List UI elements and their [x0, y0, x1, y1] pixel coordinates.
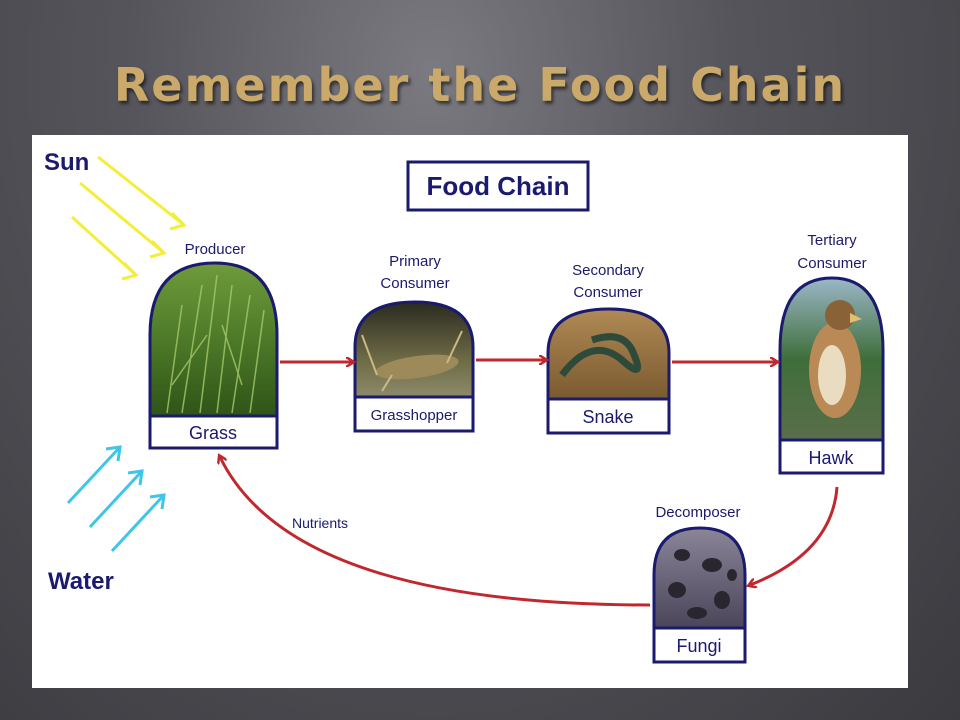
grasshopper-image — [361, 330, 463, 392]
tertiary-consumer-name: Hawk — [808, 448, 854, 468]
secondary-role-line1: Secondary — [572, 262, 644, 279]
sun-label: Sun — [44, 149, 89, 176]
heading-box — [406, 160, 590, 212]
decomposer-role-label: Decomposer — [655, 504, 740, 521]
hawk-image — [809, 300, 862, 418]
sun-rays-icon — [70, 155, 187, 281]
tertiary-consumer-node: Hawk — [778, 276, 885, 475]
secondary-consumer-node: Snake — [546, 307, 671, 435]
arrow-hawk-to-fungi — [750, 486, 839, 585]
arrow-fungi-to-grass — [220, 457, 651, 607]
fungi-image — [668, 549, 737, 619]
water-label: Water — [48, 568, 114, 595]
primary-role-line1: Primary — [389, 253, 441, 270]
producer-role-label: Producer — [185, 241, 246, 258]
food-chain-diagram: Sun Water Food Chain Producer Grass Prim… — [32, 135, 908, 688]
decomposer-name: Fungi — [676, 636, 721, 656]
decomposer-node: Fungi — [652, 526, 747, 664]
snake-image — [559, 333, 642, 378]
producer-name: Grass — [189, 423, 237, 443]
water-arrows-icon — [66, 445, 166, 553]
slide-title: Remember the Food Chain — [113, 58, 847, 112]
primary-role-line2: Consumer — [380, 275, 449, 292]
secondary-role-line2: Consumer — [573, 284, 642, 301]
secondary-consumer-name: Snake — [582, 407, 633, 427]
tertiary-role-line2: Consumer — [797, 255, 866, 272]
diagram-heading: Food Chain — [427, 171, 570, 201]
tertiary-role-line1: Tertiary — [807, 232, 857, 249]
primary-consumer-node: Grasshopper — [353, 300, 475, 433]
diagram-canvas: Sun Water Food Chain Producer Grass Prim… — [44, 149, 885, 664]
grass-image — [166, 274, 265, 414]
producer-node: Grass — [148, 261, 279, 450]
primary-consumer-name: Grasshopper — [371, 407, 458, 424]
nutrients-label: Nutrients — [292, 515, 348, 531]
